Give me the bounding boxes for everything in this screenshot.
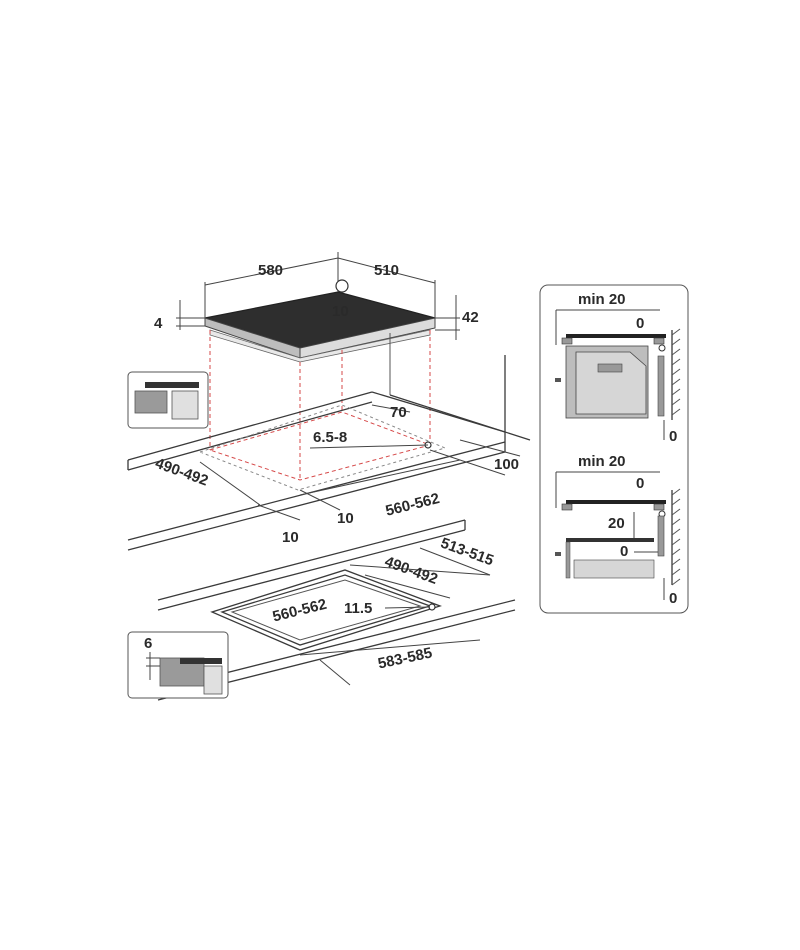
clearance-drawer-below: min 20 0 20 0 0	[555, 453, 681, 607]
oven-min-gap-label: min 20	[578, 291, 626, 308]
dim-worktop-thickness: 6.5-8	[313, 429, 347, 446]
dim-corner-radius: 10	[332, 303, 349, 320]
drawer-min-gap-label: min 20	[578, 453, 626, 470]
corner-radius-marker	[335, 279, 349, 293]
dim-thickness: 4	[154, 315, 163, 332]
dim-height: 42	[462, 309, 479, 326]
dim-rear-gap: 70	[390, 404, 407, 421]
drawer-side-label: 0	[620, 543, 628, 560]
inset-standard-mount	[127, 371, 209, 429]
dim-side-margin: 10	[282, 529, 299, 546]
clearance-oven-below: min 20 0 0	[555, 291, 681, 445]
dim-width: 580	[258, 262, 283, 279]
drawer-wall-gap-label: 0	[669, 590, 677, 607]
dim-depth: 510	[374, 262, 399, 279]
dim-outer-width: 583-585	[376, 644, 433, 672]
hob-body	[209, 329, 431, 363]
hob-side-face	[299, 317, 436, 359]
inset-flush-mount: 6	[127, 631, 229, 699]
dim-inner-width: 560-562	[271, 596, 329, 626]
oven-side-gap-label: 0	[636, 315, 644, 332]
dim-rear-wall: 100	[494, 456, 519, 473]
dim-cutout-width: 560-562	[384, 490, 442, 520]
dim-inner-depth: 490-492	[382, 553, 440, 588]
dim-outer-depth: 513-515	[438, 535, 496, 570]
dim-front-clearance: 10	[337, 510, 354, 527]
oven-wall-gap-label: 0	[669, 428, 677, 445]
dim-cutout-depth: 490-492	[153, 455, 211, 490]
clearance-panel: min 20 0 0 min 20 0	[539, 284, 689, 614]
hob-top-view: 580 510 10 4 42	[154, 252, 479, 480]
drawer-side-gap-label: 0	[636, 475, 644, 492]
dim-flush-step: 6	[144, 635, 152, 652]
dim-rebate: 11.5	[344, 600, 372, 617]
drawer-gap-label: 20	[608, 515, 625, 532]
